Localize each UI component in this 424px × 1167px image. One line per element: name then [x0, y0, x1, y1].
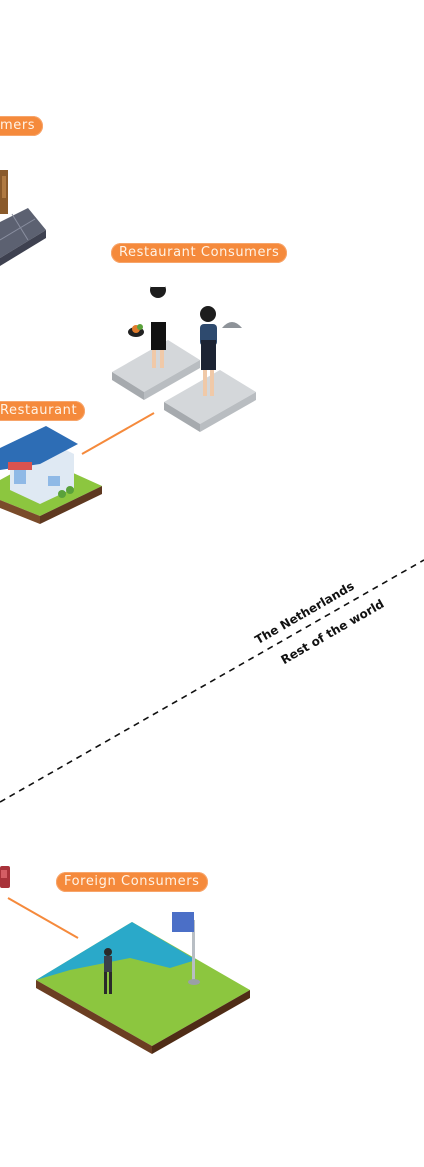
consumers-label-partial: mers	[0, 116, 44, 136]
restaurant-label: Restaurant	[0, 401, 86, 421]
truck-partial-icon	[0, 866, 10, 888]
restaurant-consumers-label: Restaurant Consumers	[111, 243, 288, 263]
restaurant-consumers-scene	[112, 282, 256, 432]
foreign-land-icon	[36, 912, 250, 1054]
waiter-icon	[200, 306, 242, 396]
foreign-consumers-label: Foreign Consumers	[56, 872, 208, 892]
chef-icon	[128, 282, 167, 368]
flag-icon	[172, 912, 200, 985]
restaurant-building-icon	[0, 426, 102, 524]
person-icon	[104, 948, 112, 994]
foreign-connector	[7, 897, 79, 939]
restaurant-connector	[81, 412, 155, 455]
store-platform-icon	[0, 170, 46, 266]
border-dashed-line	[0, 559, 424, 803]
